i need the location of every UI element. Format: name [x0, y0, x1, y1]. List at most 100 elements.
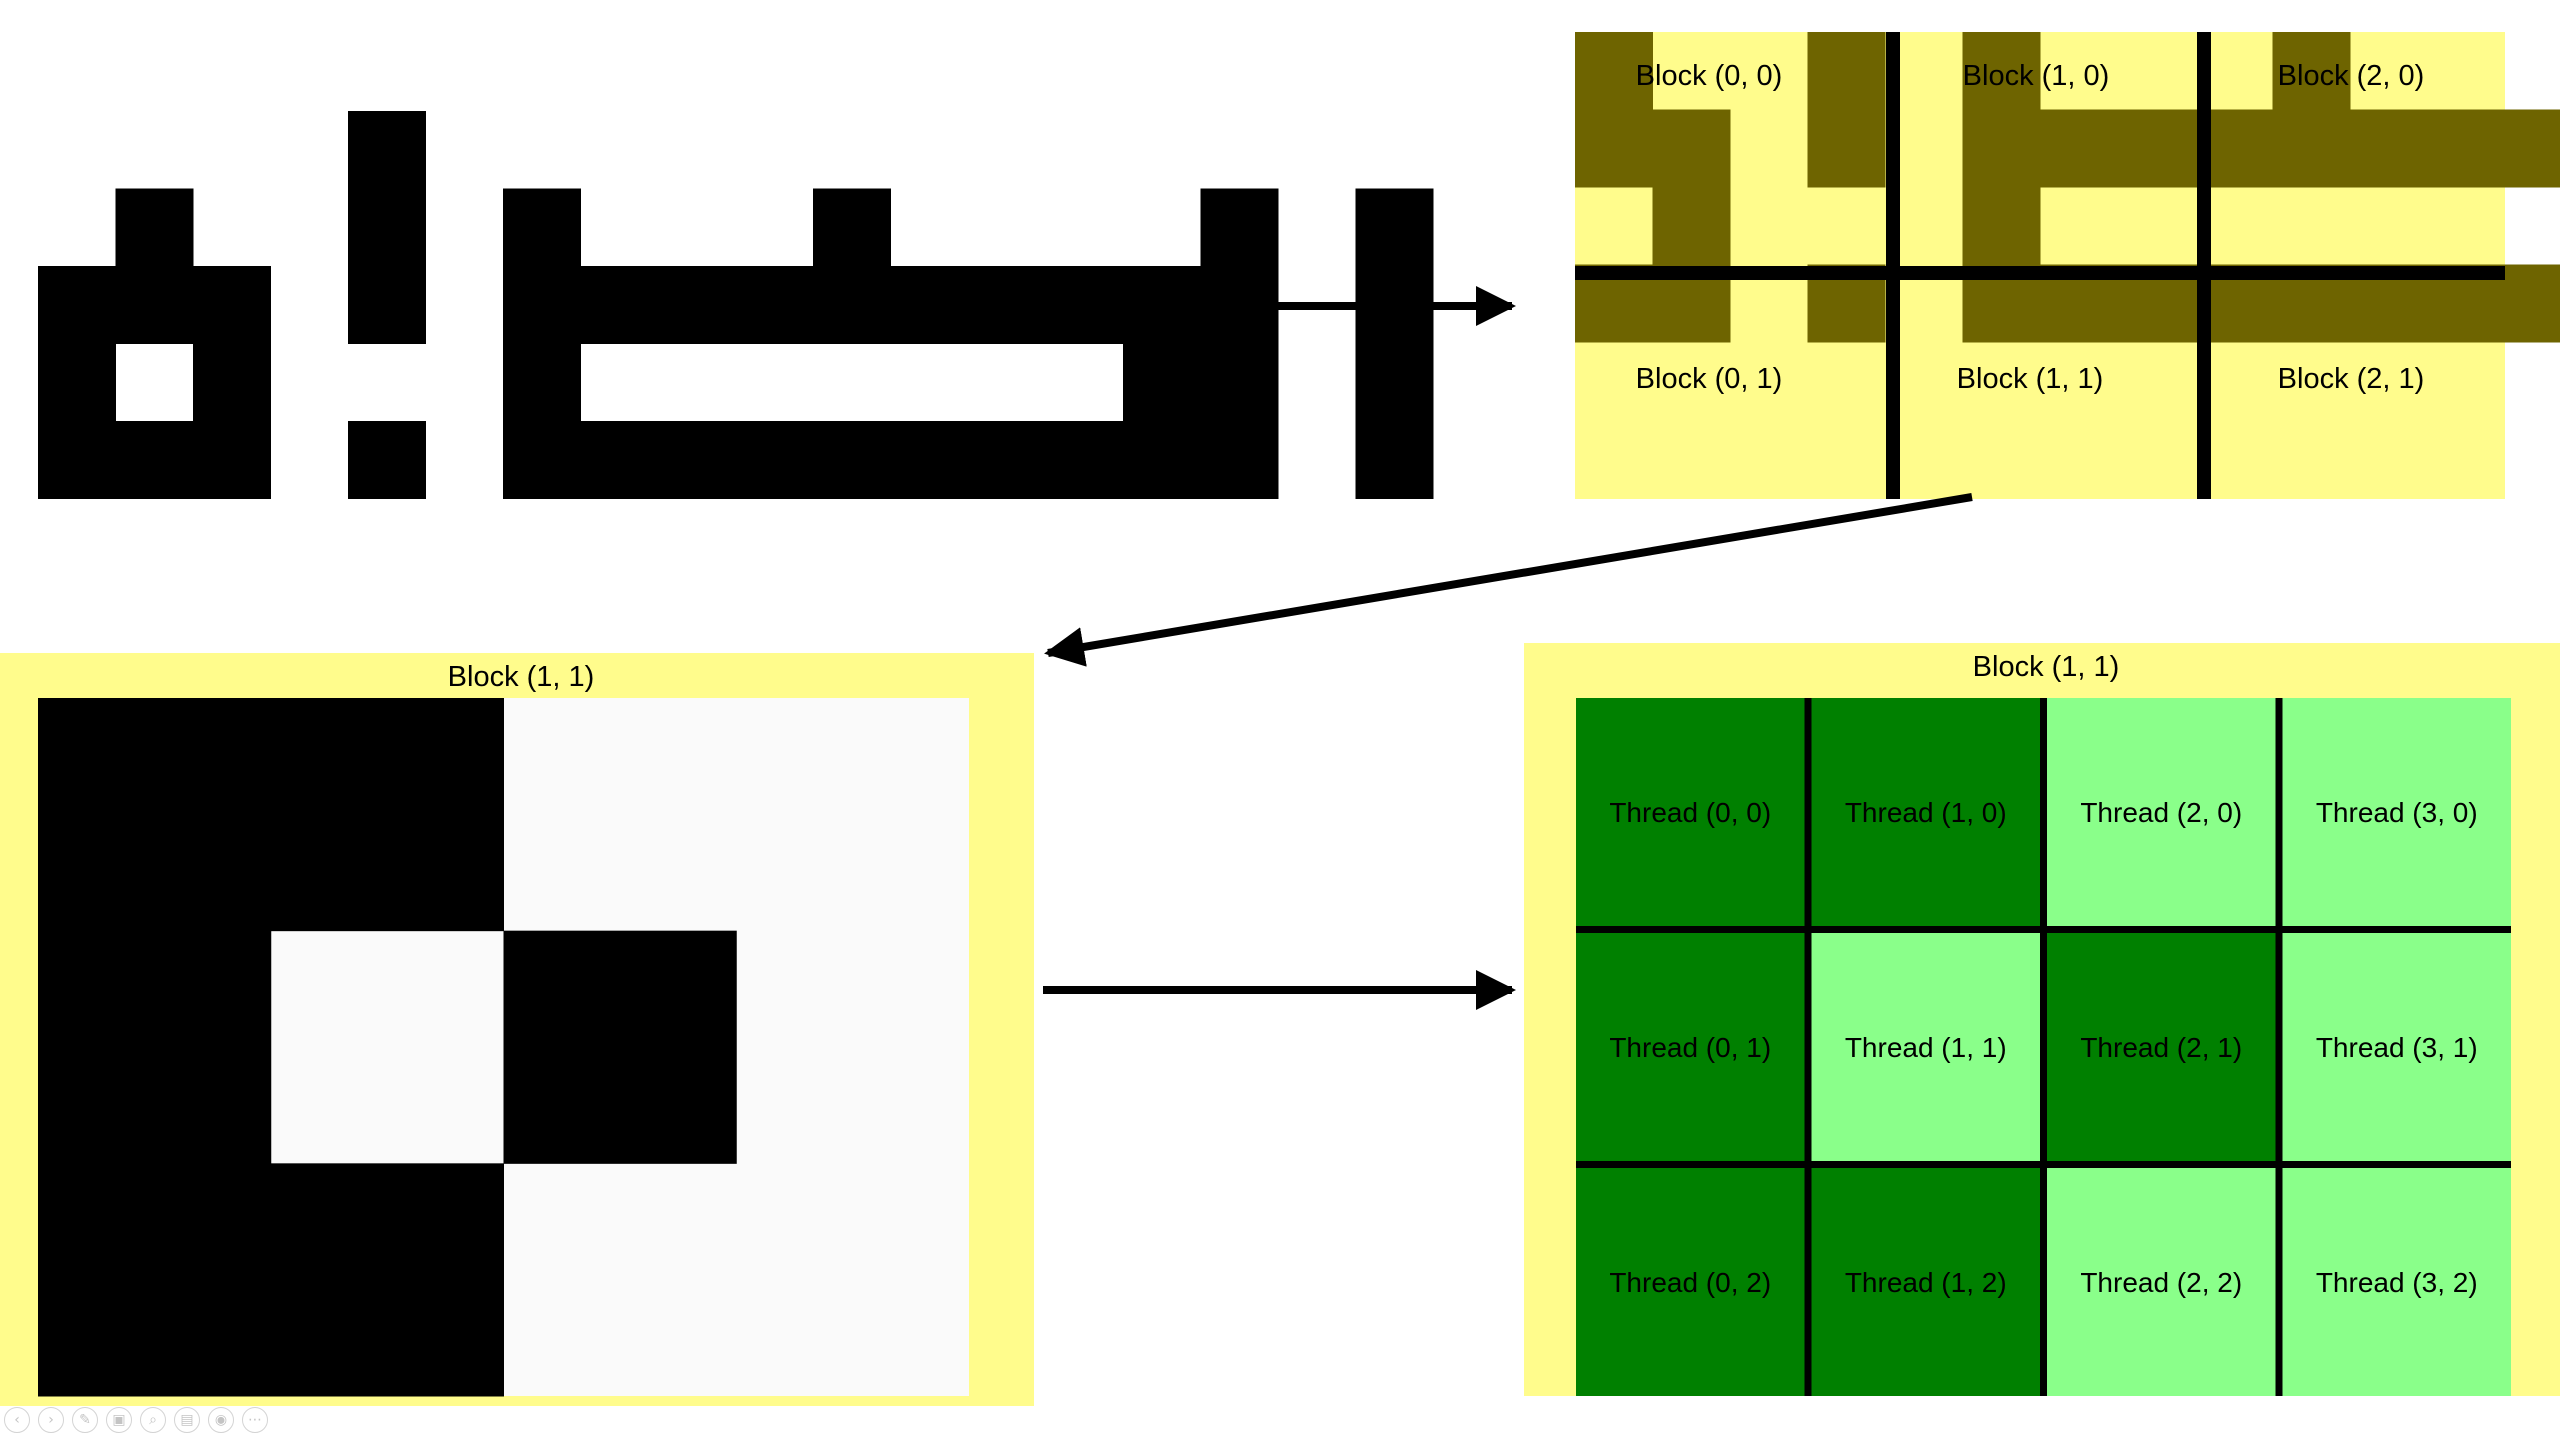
block-detail-title: Block (1, 1): [448, 661, 595, 693]
block-grid-pixel: [1962, 109, 2041, 188]
abc-pixel: [503, 343, 581, 422]
thread-cell: [2047, 698, 2276, 926]
thread-label: Thread (1, 2): [1845, 1267, 2007, 1298]
thread-cells: Thread (0, 0) Thread (1, 0) Thread (2, 0) T…: [1576, 698, 2511, 1396]
thread-cell: [1811, 698, 2040, 926]
abc-pixel: [1200, 421, 1279, 499]
arrow-block-to-detail: [1044, 493, 1973, 667]
block-grid-pixel: [2040, 109, 2118, 188]
block-grid-pixel: [1575, 109, 1653, 188]
abc-pixel: [115, 266, 194, 344]
previous-icon[interactable]: ‹: [4, 1407, 30, 1433]
block-detail-pixel: [38, 698, 272, 932]
abc-pixel-grid: [38, 111, 1434, 499]
block-divider-vertical-1: [1886, 32, 1900, 499]
block-grid-pixels: [1575, 32, 2560, 343]
block-divider-vertical-2: [2197, 32, 2211, 499]
thread-cell: [2047, 933, 2276, 1161]
abc-pixel: [735, 421, 814, 499]
slides-icon[interactable]: ▣: [106, 1407, 132, 1433]
block-detail-pixel: [270, 698, 504, 932]
abc-pixel: [348, 421, 426, 499]
block-label: Block (2, 1): [2278, 363, 2425, 395]
abc-pixel: [38, 266, 116, 344]
thread-label: Thread (2, 1): [2080, 1032, 2242, 1063]
block-grid-pixel: [2117, 109, 2196, 188]
subtitles-icon[interactable]: ▤: [174, 1407, 200, 1433]
block-grid-pixel: [1962, 32, 2041, 110]
abc-pixel: [1045, 421, 1124, 499]
zoom-icon[interactable]: ⌕: [140, 1407, 166, 1433]
abc-pixel: [503, 421, 581, 499]
thread-label: Thread (3, 0): [2316, 797, 2478, 828]
abc-pixel: [813, 188, 891, 267]
thread-label: Thread (2, 2): [2080, 1267, 2242, 1298]
abc-pixel: [115, 421, 194, 499]
block-grid-pixel: [1575, 32, 1653, 110]
abc-pixel: [503, 266, 581, 344]
abc-pixel: [813, 266, 891, 344]
abc-pixel: [38, 343, 116, 422]
abc-pixel: [890, 421, 969, 499]
thread-label: Thread (0, 1): [1609, 1032, 1771, 1063]
abc-pixel: [580, 421, 659, 499]
camera-icon[interactable]: ◉: [208, 1407, 234, 1433]
abc-pixel: [1355, 188, 1434, 267]
more-icon[interactable]: ⋯: [242, 1407, 268, 1433]
thread-cell: [1576, 933, 1805, 1161]
abc-pixel: [735, 266, 814, 344]
abc-pixel: [115, 188, 194, 267]
thread-label: Thread (0, 0): [1609, 797, 1771, 828]
abc-pixel: [1123, 421, 1201, 499]
block-grid-pixel: [2505, 264, 2560, 343]
block-grid-pixel: [2427, 109, 2506, 188]
abc-pixel: [968, 421, 1046, 499]
thread-cell: [1811, 933, 2040, 1161]
thread-label: Thread (2, 0): [2080, 797, 2242, 828]
next-icon[interactable]: ›: [38, 1407, 64, 1433]
abc-pixel: [658, 421, 736, 499]
abc-pixel: [503, 188, 581, 267]
thread-grid-panel: Block (1, 1) Thread (0, 0)Thread (1, 0)T…: [1524, 643, 2560, 1396]
thread-cell: [2282, 1168, 2511, 1396]
block-label: Block (2, 0): [2278, 60, 2425, 92]
thread-label: Thread (1, 0): [1845, 797, 2007, 828]
block-detail-panel: Block (1, 1): [0, 653, 1034, 1406]
block-detail-pixel: [38, 930, 272, 1164]
thread-label: Thread (0, 2): [1609, 1267, 1771, 1298]
thread-cell: [1811, 1168, 2040, 1396]
abc-pixel: [38, 421, 116, 499]
thread-label: Thread (3, 2): [2316, 1267, 2478, 1298]
thread-cell: [2047, 1168, 2276, 1396]
block-grid-pixel: [2272, 32, 2351, 110]
block-divider-horizontal: [1575, 266, 2505, 280]
abc-pixel: [1123, 343, 1201, 422]
abc-pixel: [658, 266, 736, 344]
block-label: Block (0, 0): [1636, 60, 1783, 92]
block-detail-pixels: [38, 698, 737, 1397]
block-grid-pixel: [1652, 109, 1731, 188]
abc-pixel: [813, 421, 891, 499]
block-detail-pixel: [503, 930, 737, 1164]
thread-cell: [2282, 933, 2511, 1161]
abc-pixel: [193, 266, 271, 344]
block-label: Block (1, 0): [1963, 60, 2110, 92]
pen-icon[interactable]: ✎: [72, 1407, 98, 1433]
abc-pixel: [193, 343, 271, 422]
block-grid-pixel: [1652, 187, 1731, 265]
block-grid-pixel: [1962, 187, 2041, 265]
abc-pixel: [1200, 343, 1279, 422]
abc-pixel: [348, 111, 426, 189]
thread-cell: [2282, 698, 2511, 926]
abc-source-image: [0, 0, 1434, 520]
abc-pixel: [1355, 343, 1434, 422]
presentation-toolbar: ‹ › ✎ ▣ ⌕ ▤ ◉ ⋯: [4, 1405, 268, 1435]
block-grid-pixel: [2272, 109, 2351, 188]
block-label: Block (1, 1): [1957, 363, 2104, 395]
block-grid-pixel: [2505, 109, 2560, 188]
block-detail-pixel: [38, 1163, 272, 1397]
abc-pixel: [348, 188, 426, 267]
abc-pixel: [1200, 188, 1279, 267]
thread-grid-title: Block (1, 1): [1973, 651, 2120, 683]
